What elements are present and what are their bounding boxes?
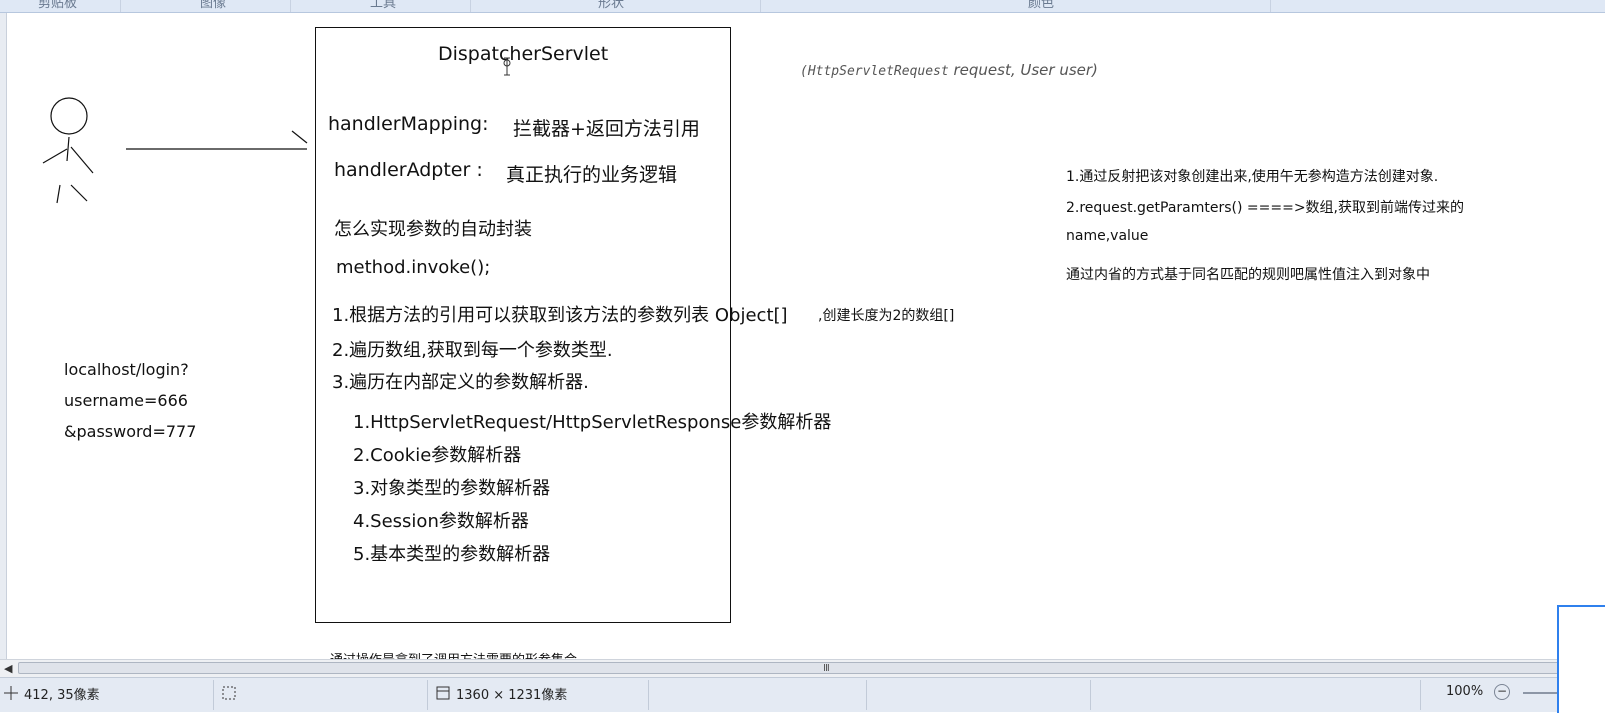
image-size-icon — [436, 686, 450, 700]
servlet-title: DispatcherServlet — [438, 43, 609, 65]
request-url-line: localhost/login? — [64, 360, 189, 379]
ribbon-divider — [290, 0, 291, 12]
scrollbar-thumb[interactable]: III — [18, 662, 1600, 674]
ribbon-divider — [760, 0, 761, 12]
resolver-item: 3.对象类型的参数解析器 — [353, 478, 551, 499]
method-signature: (HttpServletRequest request, User user) — [800, 61, 1098, 79]
note-line: 2.request.getParamters() ====>数组,获取到前端传过… — [1066, 200, 1465, 216]
text-cursor-icon — [503, 57, 511, 76]
cursor-position-icon — [4, 686, 18, 700]
status-divider — [213, 680, 214, 710]
step-1-suffix: ,创建长度为2的数组[] — [818, 308, 955, 324]
selection-size-icon — [222, 686, 236, 700]
ribbon-divider — [120, 0, 121, 12]
handler-mapping-desc: 拦截器+返回方法引用 — [513, 118, 700, 140]
request-url-line: &password=777 — [64, 422, 197, 441]
handler-mapping-label: handlerMapping: — [328, 113, 489, 135]
step-2-text: 2.遍历数组,获取到每一个参数类型. — [332, 340, 613, 361]
resolver-item: 2.Cookie参数解析器 — [353, 445, 522, 466]
canvas-left-gutter — [0, 13, 7, 660]
zoom-level: 100% — [1446, 684, 1484, 699]
step-1-text: 1.根据方法的引用可以获取到该方法的参数列表 Object[] — [332, 305, 788, 326]
signature-type: (HttpServletRequest — [800, 64, 949, 79]
note-line: 通过内省的方式基于同名匹配的规则吧属性值注入到对象中 — [1066, 267, 1430, 283]
status-divider — [648, 680, 649, 710]
note-line: 1.通过反射把该对象创建出来,使用午无参构造方法创建对象. — [1066, 169, 1439, 185]
ribbon-divider — [1270, 0, 1271, 12]
ribbon-group-shapes: 形状 — [598, 0, 625, 11]
zoom-out-button[interactable]: − — [1494, 684, 1510, 700]
ribbon-group-clipboard: 剪贴板 — [38, 0, 78, 11]
paint-canvas[interactable]: DispatcherServlet handlerMapping: 拦截器+返回… — [7, 13, 1605, 660]
handler-adapter-label: handlerAdpter : — [334, 159, 483, 181]
ribbon-group-image: 图像 — [200, 0, 227, 11]
status-bar: 412, 35像素 1360 × 1231像素 100% − — [0, 677, 1605, 712]
resolver-item: 1.HttpServletRequest/HttpServletResponse… — [353, 412, 832, 433]
ribbon-divider — [470, 0, 471, 12]
handler-adapter-desc: 真正执行的业务逻辑 — [506, 164, 678, 186]
ribbon-group-colors: 颜色 — [1028, 0, 1055, 11]
cursor-position: 412, 35像素 — [24, 688, 100, 703]
method-invoke-text: method.invoke(); — [336, 257, 491, 278]
scrollbar-grip: III — [823, 663, 830, 674]
status-divider — [1090, 680, 1091, 710]
horizontal-scrollbar[interactable]: ◀ III — [0, 659, 1605, 678]
status-divider — [1420, 680, 1421, 710]
image-size: 1360 × 1231像素 — [456, 688, 568, 703]
ribbon-group-tools: 工具 — [370, 0, 397, 11]
step-3-text: 3.遍历在内部定义的参数解析器. — [332, 372, 589, 393]
user-stick-figure-icon — [42, 97, 308, 204]
auto-binding-question: 怎么实现参数的自动封装 — [334, 219, 532, 240]
signature-params: request, User user) — [953, 61, 1098, 79]
resolver-item: 4.Session参数解析器 — [353, 511, 529, 532]
resolver-item: 5.基本类型的参数解析器 — [353, 544, 551, 565]
status-divider — [427, 680, 428, 710]
zoom-slider[interactable] — [1523, 692, 1563, 694]
note-line: name,value — [1066, 228, 1149, 244]
ribbon-group-labels: 剪贴板 图像 工具 形状 颜色 — [0, 0, 1605, 13]
request-url-line: username=666 — [64, 391, 188, 410]
scroll-left-arrow-icon[interactable]: ◀ — [4, 662, 13, 675]
dispatcher-servlet-box — [315, 27, 731, 623]
status-divider — [866, 680, 867, 710]
bottom-cut-text: 通过操作是拿到了调用方法需要的形参集合 — [330, 649, 577, 660]
docked-side-panel — [1557, 605, 1605, 713]
